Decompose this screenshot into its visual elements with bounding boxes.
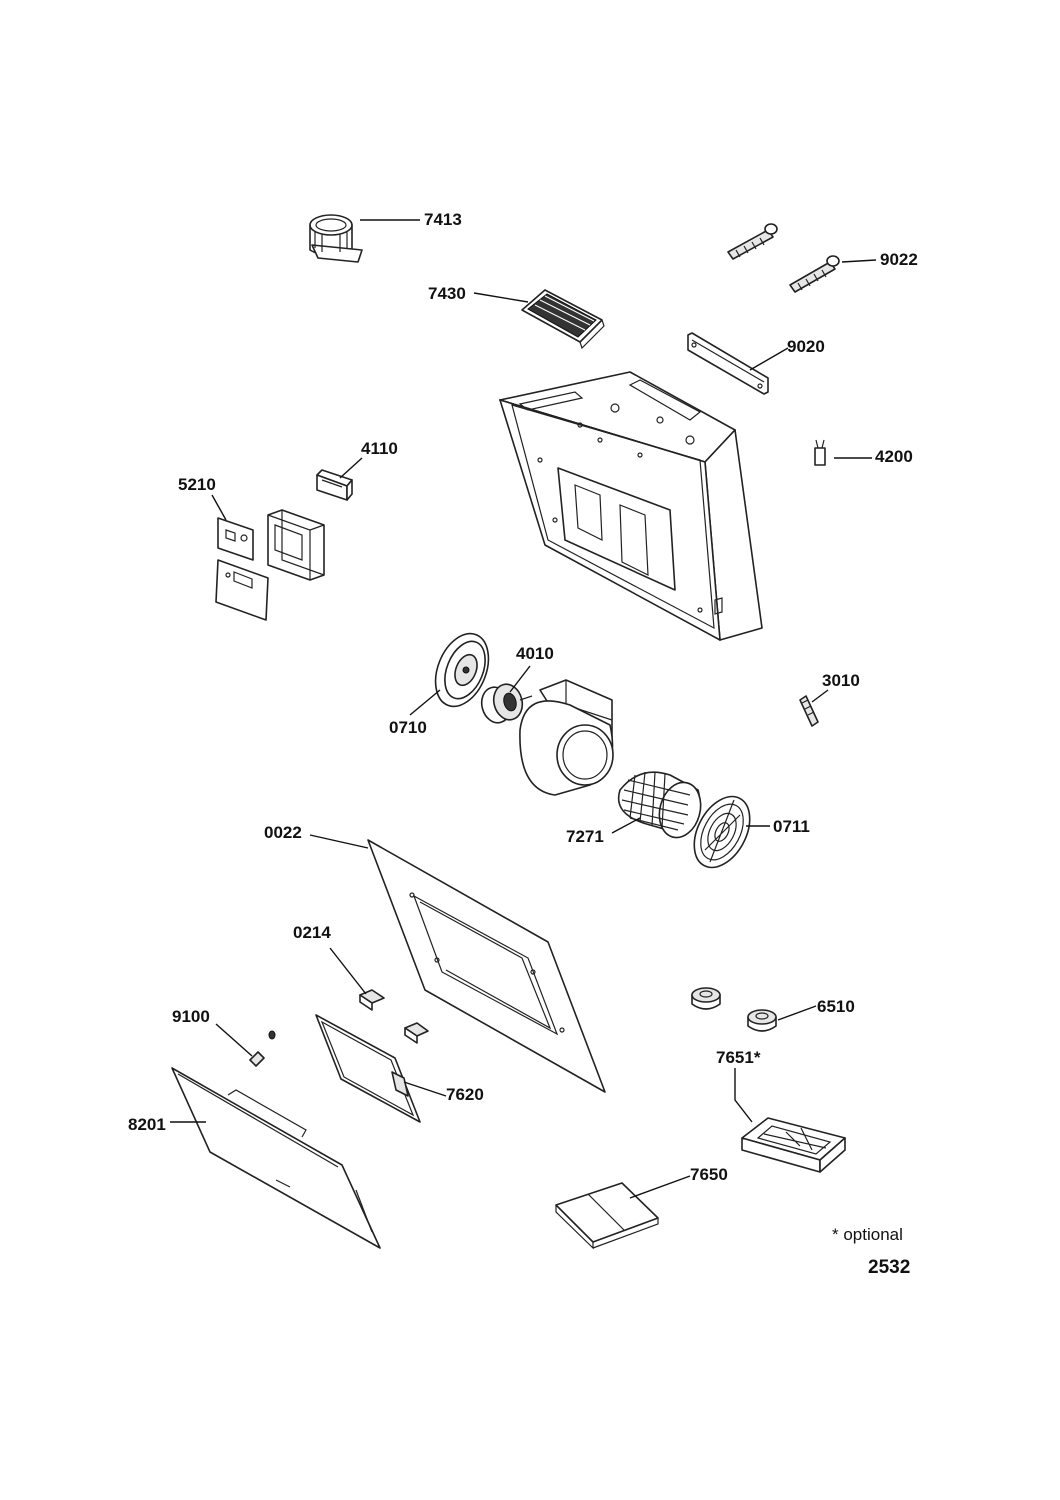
part-4200-lamp [814, 439, 826, 466]
part-5210-control-electronics [215, 509, 325, 621]
label-7650: 7650 [690, 1165, 728, 1184]
part-9020-bracket [687, 332, 769, 395]
label-0710: 0710 [389, 718, 427, 737]
label-7271: 7271 [566, 827, 604, 846]
label-4010: 4010 [516, 644, 554, 663]
part-labels: 7413 9022 7430 9020 4110 4200 5210 4010 … [128, 210, 918, 1184]
part-blower-housing [519, 679, 614, 796]
part-7413-duct-connector [309, 214, 363, 263]
part-0022-front-panel [367, 839, 606, 1093]
label-4110: 4110 [361, 439, 398, 458]
label-8201: 8201 [128, 1115, 166, 1134]
optional-footnote: * optional [832, 1225, 903, 1244]
label-6510: 6510 [817, 997, 855, 1016]
part-8201-glass-panel [171, 1067, 381, 1249]
label-7430: 7430 [428, 284, 466, 303]
drawing-number: 2532 [868, 1257, 910, 1278]
label-4200: 4200 [875, 447, 913, 466]
part-7271-impeller [617, 771, 702, 839]
label-0022: 0022 [264, 823, 302, 842]
label-9020: 9020 [787, 337, 825, 356]
label-0214: 0214 [293, 923, 331, 942]
label-5210: 5210 [178, 475, 216, 494]
label-7651: 7651* [716, 1048, 761, 1067]
part-0214-clips [359, 989, 429, 1044]
part-7651-carbon-filter [741, 1117, 846, 1173]
label-7620: 7620 [446, 1085, 484, 1104]
label-0711: 0711 [773, 817, 810, 836]
part-9100-screw [249, 1030, 276, 1067]
part-4110-switch [316, 469, 353, 501]
part-hood-body [499, 371, 763, 641]
part-0711-fan-guard [693, 795, 751, 869]
label-9022: 9022 [880, 250, 918, 269]
label-3010: 3010 [822, 671, 860, 690]
part-7620-filter-frame [315, 1014, 421, 1123]
part-7430-grease-filter [521, 289, 605, 350]
part-3010-spring [799, 695, 819, 727]
part-6510-knobs [691, 987, 777, 1032]
label-9100: 9100 [172, 1007, 210, 1026]
part-0710-motor-plate [434, 632, 490, 708]
leader-lines [170, 219, 877, 1199]
part-9022-screws [727, 223, 840, 293]
label-7413: 7413 [424, 210, 462, 229]
part-4010-motor [480, 683, 533, 724]
